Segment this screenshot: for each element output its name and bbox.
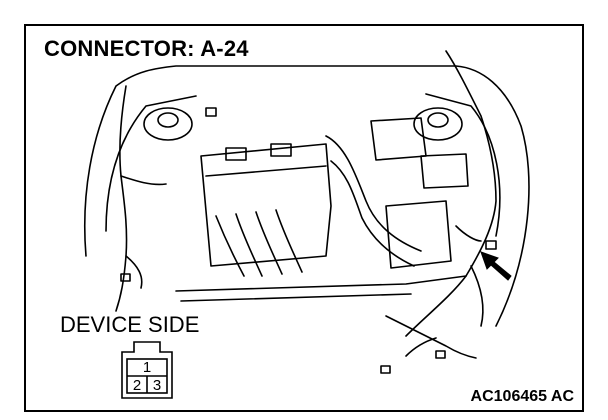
wiring-harness-right <box>405 50 497 337</box>
right-fender <box>425 93 501 237</box>
wiring-harness-left <box>115 85 128 312</box>
figure-frame: 1 2 3 CONNECTOR: A-24 DEVICE SIDE AC1064… <box>24 24 584 412</box>
battery <box>370 117 427 161</box>
pin-1-label: 1 <box>143 359 151 376</box>
figure-code: AC106465 AC <box>470 388 574 405</box>
air-cleaner <box>385 200 452 269</box>
connector-face <box>121 341 173 399</box>
pin-2-label: 2 <box>133 377 141 394</box>
right-strut-tower <box>413 107 463 141</box>
intake-runners <box>215 209 303 277</box>
left-strut-tower <box>143 107 193 141</box>
device-side-label: DEVICE SIDE <box>60 312 200 337</box>
connector-title: CONNECTOR: A-24 <box>44 36 249 61</box>
hood-outline <box>83 65 530 327</box>
air-intake-hose <box>325 135 422 267</box>
engine-block <box>200 143 332 267</box>
pin-3-label: 3 <box>153 377 161 394</box>
left-fender <box>105 95 197 232</box>
fuse-box <box>420 153 469 189</box>
radiator-support <box>175 275 467 292</box>
engine-bay-illustration: 1 2 3 <box>83 50 530 399</box>
target-arrow <box>480 251 512 281</box>
